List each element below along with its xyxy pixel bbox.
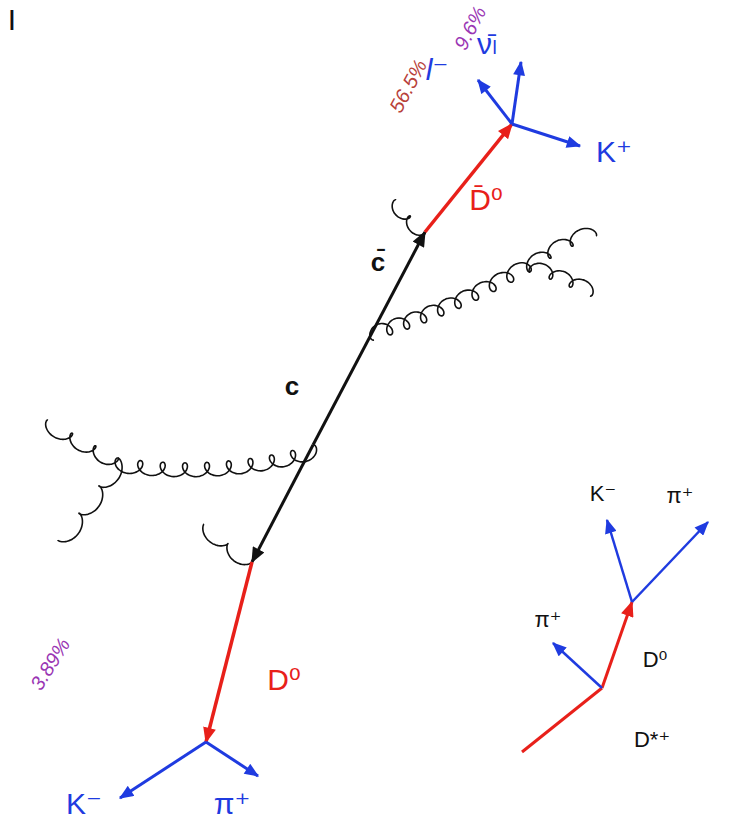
gluon [392, 200, 425, 235]
meson-label: D⁰ [267, 665, 301, 695]
particle-label: π⁺ [667, 485, 694, 507]
particle-label: l⁻ [426, 55, 449, 85]
branching-ratio: 3.89% [26, 635, 73, 694]
gluon-lines [46, 200, 597, 565]
anticharm-line [313, 232, 425, 445]
neutrino-line [512, 62, 521, 124]
gluon [203, 524, 252, 565]
corner-letter: I [8, 5, 16, 35]
particle-label: K⁺ [596, 137, 632, 167]
dbar-meson-line [425, 124, 512, 232]
kaon-line [512, 124, 580, 146]
fragmentation-fraction: 56.5% [386, 56, 430, 115]
quark-label: c [285, 373, 299, 399]
inset-pion-line [632, 522, 708, 602]
inset-kaon-line [607, 520, 632, 602]
charm-line [252, 445, 313, 562]
particle-label: K⁻ [590, 483, 616, 505]
gluon [527, 228, 597, 272]
quark-label: c̄ [371, 249, 385, 275]
kaon-line [120, 742, 206, 798]
d-meson-line [206, 562, 252, 742]
gluon [370, 263, 531, 340]
particle-label: π⁺ [535, 609, 562, 631]
particle-label: π⁺ [214, 789, 251, 819]
particle-label: K⁻ [66, 789, 102, 819]
particle-label: ν̄ₗ [477, 29, 497, 59]
meson-label: D*⁺ [634, 729, 670, 751]
inset-d-line [602, 602, 632, 688]
gluon [46, 420, 119, 464]
meson-label: D⁰ [643, 649, 668, 671]
lepton-line [478, 80, 512, 124]
pion-line [206, 742, 258, 776]
dstar-line [522, 688, 602, 752]
gluon [529, 263, 593, 296]
gluon [58, 458, 122, 542]
meson-label: D̄⁰ [469, 185, 503, 215]
gluon [115, 445, 317, 477]
soft-pion-line [553, 643, 602, 688]
